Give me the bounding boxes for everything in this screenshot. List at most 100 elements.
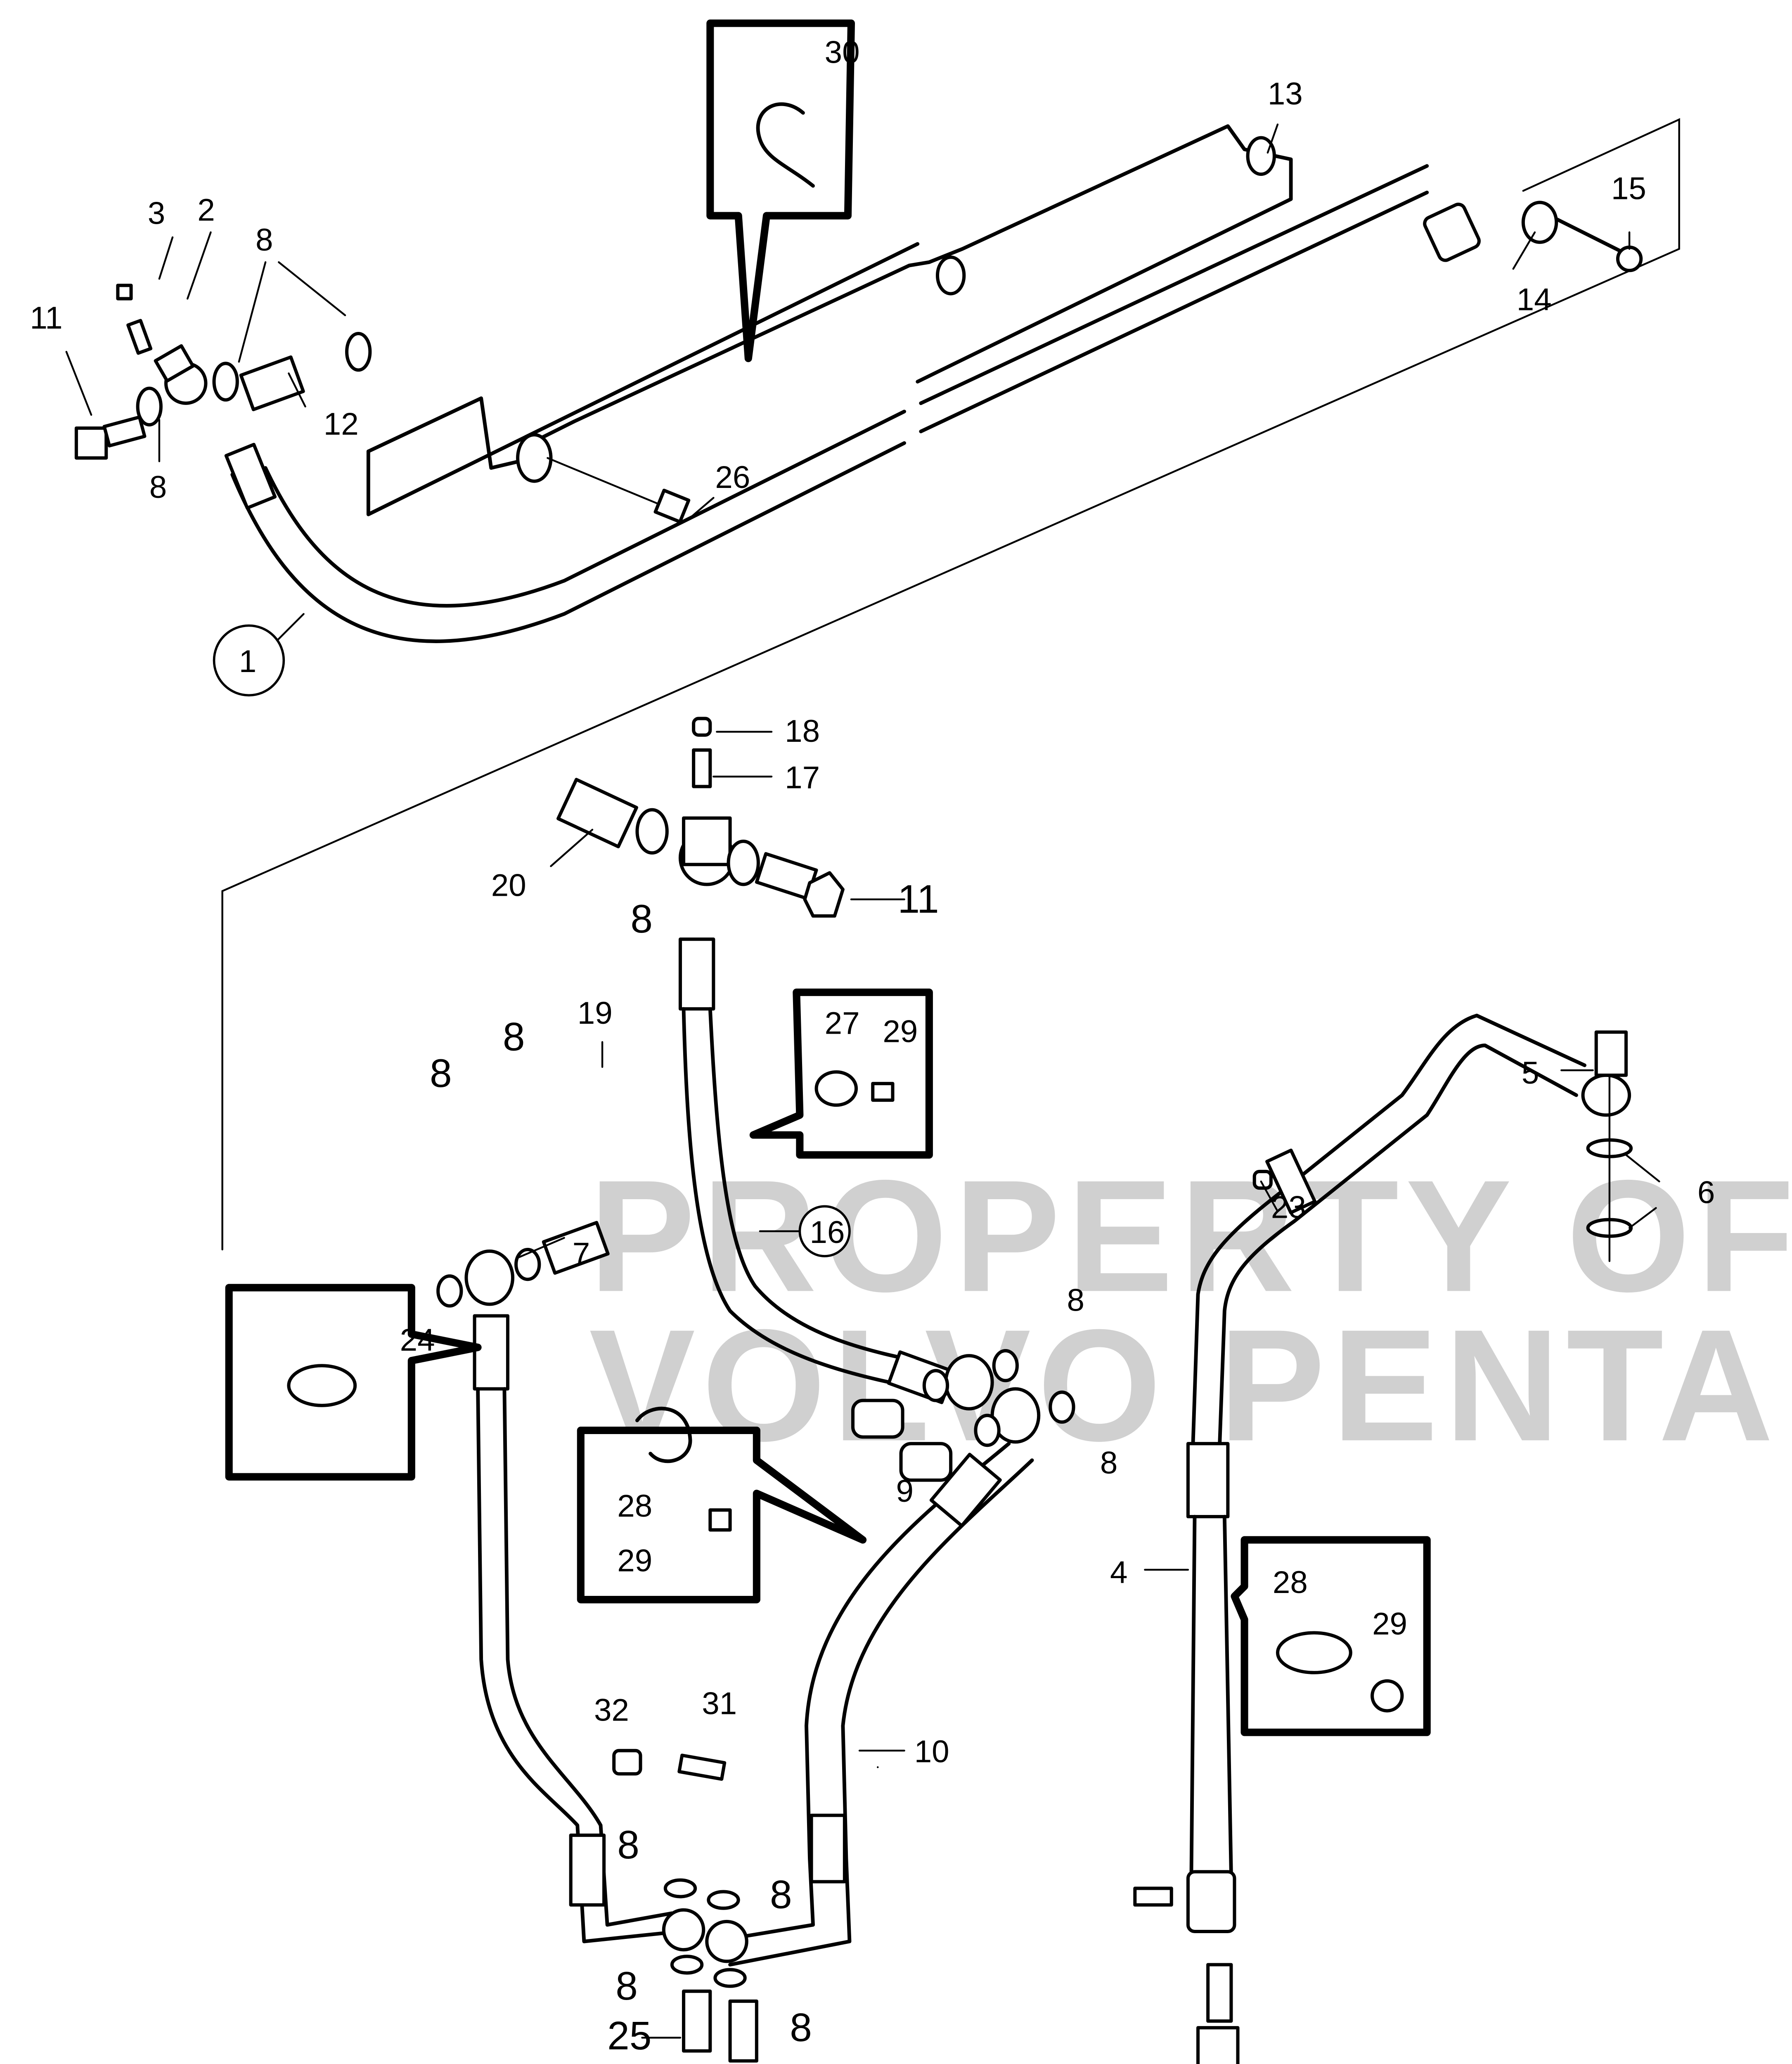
hose-1-outer-far xyxy=(919,190,1429,433)
clamp-32 xyxy=(612,1749,642,1776)
banjo-bolt-11b-head xyxy=(803,871,845,918)
hose-16-left xyxy=(682,1007,931,1392)
label-32: 32 xyxy=(594,1692,629,1728)
bracket-lug-mid xyxy=(935,256,966,296)
banjo-bolt-25 xyxy=(682,1989,712,2053)
assembly-plane-outline xyxy=(221,118,1680,1251)
label-8-mid: 8 xyxy=(630,897,653,941)
banjo-tee-body xyxy=(682,816,732,866)
hose-4-left xyxy=(1189,1515,1197,1877)
leader-20 xyxy=(550,828,594,867)
hose-1-inner-far xyxy=(919,164,1429,405)
washer-8a xyxy=(136,386,163,427)
inset-30-box xyxy=(706,19,855,362)
label-1: 1 xyxy=(239,644,256,679)
leader-12 xyxy=(288,372,306,408)
washer-8l xyxy=(663,1878,697,1898)
label-29-center: 29 xyxy=(617,1543,652,1579)
label-8-top: 8 xyxy=(256,222,273,258)
leader-3 xyxy=(158,236,174,280)
label-30: 30 xyxy=(825,35,860,70)
label-31: 31 xyxy=(702,1686,737,1721)
label-8-top-bottom: 8 xyxy=(149,470,167,505)
hose-7-right xyxy=(502,1387,674,1927)
hose-10-ferrule-top xyxy=(929,1453,1002,1528)
bolt-4-lower xyxy=(1133,1886,1173,1907)
leader-26 xyxy=(689,497,715,519)
label-9: 9 xyxy=(896,1474,914,1509)
banjo-bolt-9b xyxy=(899,1442,953,1482)
bracket-lug-left xyxy=(516,433,553,483)
hose-4-lower-clamp xyxy=(1186,1870,1236,1933)
bolt-31 xyxy=(677,1754,727,1781)
banjo-bolt-8 xyxy=(728,1999,758,2063)
leader-bolt-26 xyxy=(547,457,665,507)
label-19: 19 xyxy=(578,996,613,1031)
label-20: 20 xyxy=(491,868,526,903)
watermark-line-2: VOLVO PENTA xyxy=(589,1296,1780,1474)
p-clamp-28-right-icon xyxy=(1276,1631,1352,1674)
label-14: 14 xyxy=(1517,282,1552,317)
label-8-left-b: 8 xyxy=(503,1015,525,1059)
callout-labels: 3 2 8 11 8 12 30 13 15 14 26 1 18 17 20 … xyxy=(30,35,1715,2058)
washer-8i xyxy=(1049,1390,1075,1424)
banjo-eye-lower-left xyxy=(662,1908,705,1952)
hose-1-ferrule xyxy=(224,443,277,510)
label-4: 4 xyxy=(1110,1555,1127,1590)
washer-8o xyxy=(713,1968,747,1988)
label-18: 18 xyxy=(785,714,820,749)
banjo-bolt-11-shank xyxy=(102,415,147,447)
label-17: 17 xyxy=(785,760,820,795)
bleeder-nipple-2 xyxy=(126,319,153,355)
leader-14 xyxy=(1512,231,1536,270)
label-16: 16 xyxy=(810,1215,845,1250)
banjo-eye-7 xyxy=(464,1249,515,1306)
pipe-4-inner xyxy=(1216,1044,1578,1496)
washer-8d xyxy=(635,808,669,855)
banjo-bolt-11 xyxy=(74,426,108,460)
leader-2 xyxy=(186,231,212,300)
banjo-eye-lower-right xyxy=(705,1920,748,1963)
bolt-29-center-icon xyxy=(708,1508,732,1532)
label-8-right-a: 8 xyxy=(1067,1283,1084,1318)
label-23: 23 xyxy=(1271,1190,1306,1225)
washer-8m xyxy=(707,1890,740,1910)
label-3: 3 xyxy=(148,196,165,231)
hose-1-outer xyxy=(230,441,907,643)
label-11-mid: 11 xyxy=(898,877,939,921)
label-28-center: 28 xyxy=(617,1489,652,1524)
hose-4-right xyxy=(1222,1515,1233,1877)
label-10: 10 xyxy=(914,1734,949,1769)
adapter-12 xyxy=(239,355,305,412)
banjo-bolt-9a xyxy=(851,1399,904,1439)
bolt-26 xyxy=(653,488,691,524)
washer-8h xyxy=(974,1413,1001,1447)
label-11-top: 11 xyxy=(30,301,62,336)
banjo-eye-4 xyxy=(1581,1073,1631,1117)
p-clamp-28-icon xyxy=(635,1406,692,1463)
washer-8e xyxy=(727,839,760,886)
dust-cap-18 xyxy=(692,717,712,737)
label-8-low-d: 8 xyxy=(790,2005,812,2050)
hose-10-right xyxy=(728,1458,1034,1967)
label-8-left-a: 8 xyxy=(430,1051,452,1096)
label-7: 7 xyxy=(573,1236,590,1271)
adapter-20 xyxy=(556,778,638,849)
cable-tie-30-icon xyxy=(756,102,815,188)
hose-16-right xyxy=(708,1007,935,1366)
label-8-right-b: 8 xyxy=(1100,1446,1117,1481)
label-5: 5 xyxy=(1522,1056,1539,1091)
label-28-right: 28 xyxy=(1273,1565,1308,1600)
leader-23 xyxy=(1260,1180,1279,1212)
label-8-low-c: 8 xyxy=(615,1964,638,2008)
label-29-inset-top: 29 xyxy=(883,1014,918,1049)
label-12: 12 xyxy=(324,407,359,442)
label-26: 26 xyxy=(715,460,750,495)
label-8-low-b: 8 xyxy=(770,1873,792,1917)
bracket-front-edge xyxy=(366,242,920,516)
label-13: 13 xyxy=(1268,76,1303,111)
hose-7-ferrule-top xyxy=(473,1314,509,1391)
hose-7-left xyxy=(476,1387,666,1943)
label-25: 25 xyxy=(607,2014,651,2058)
